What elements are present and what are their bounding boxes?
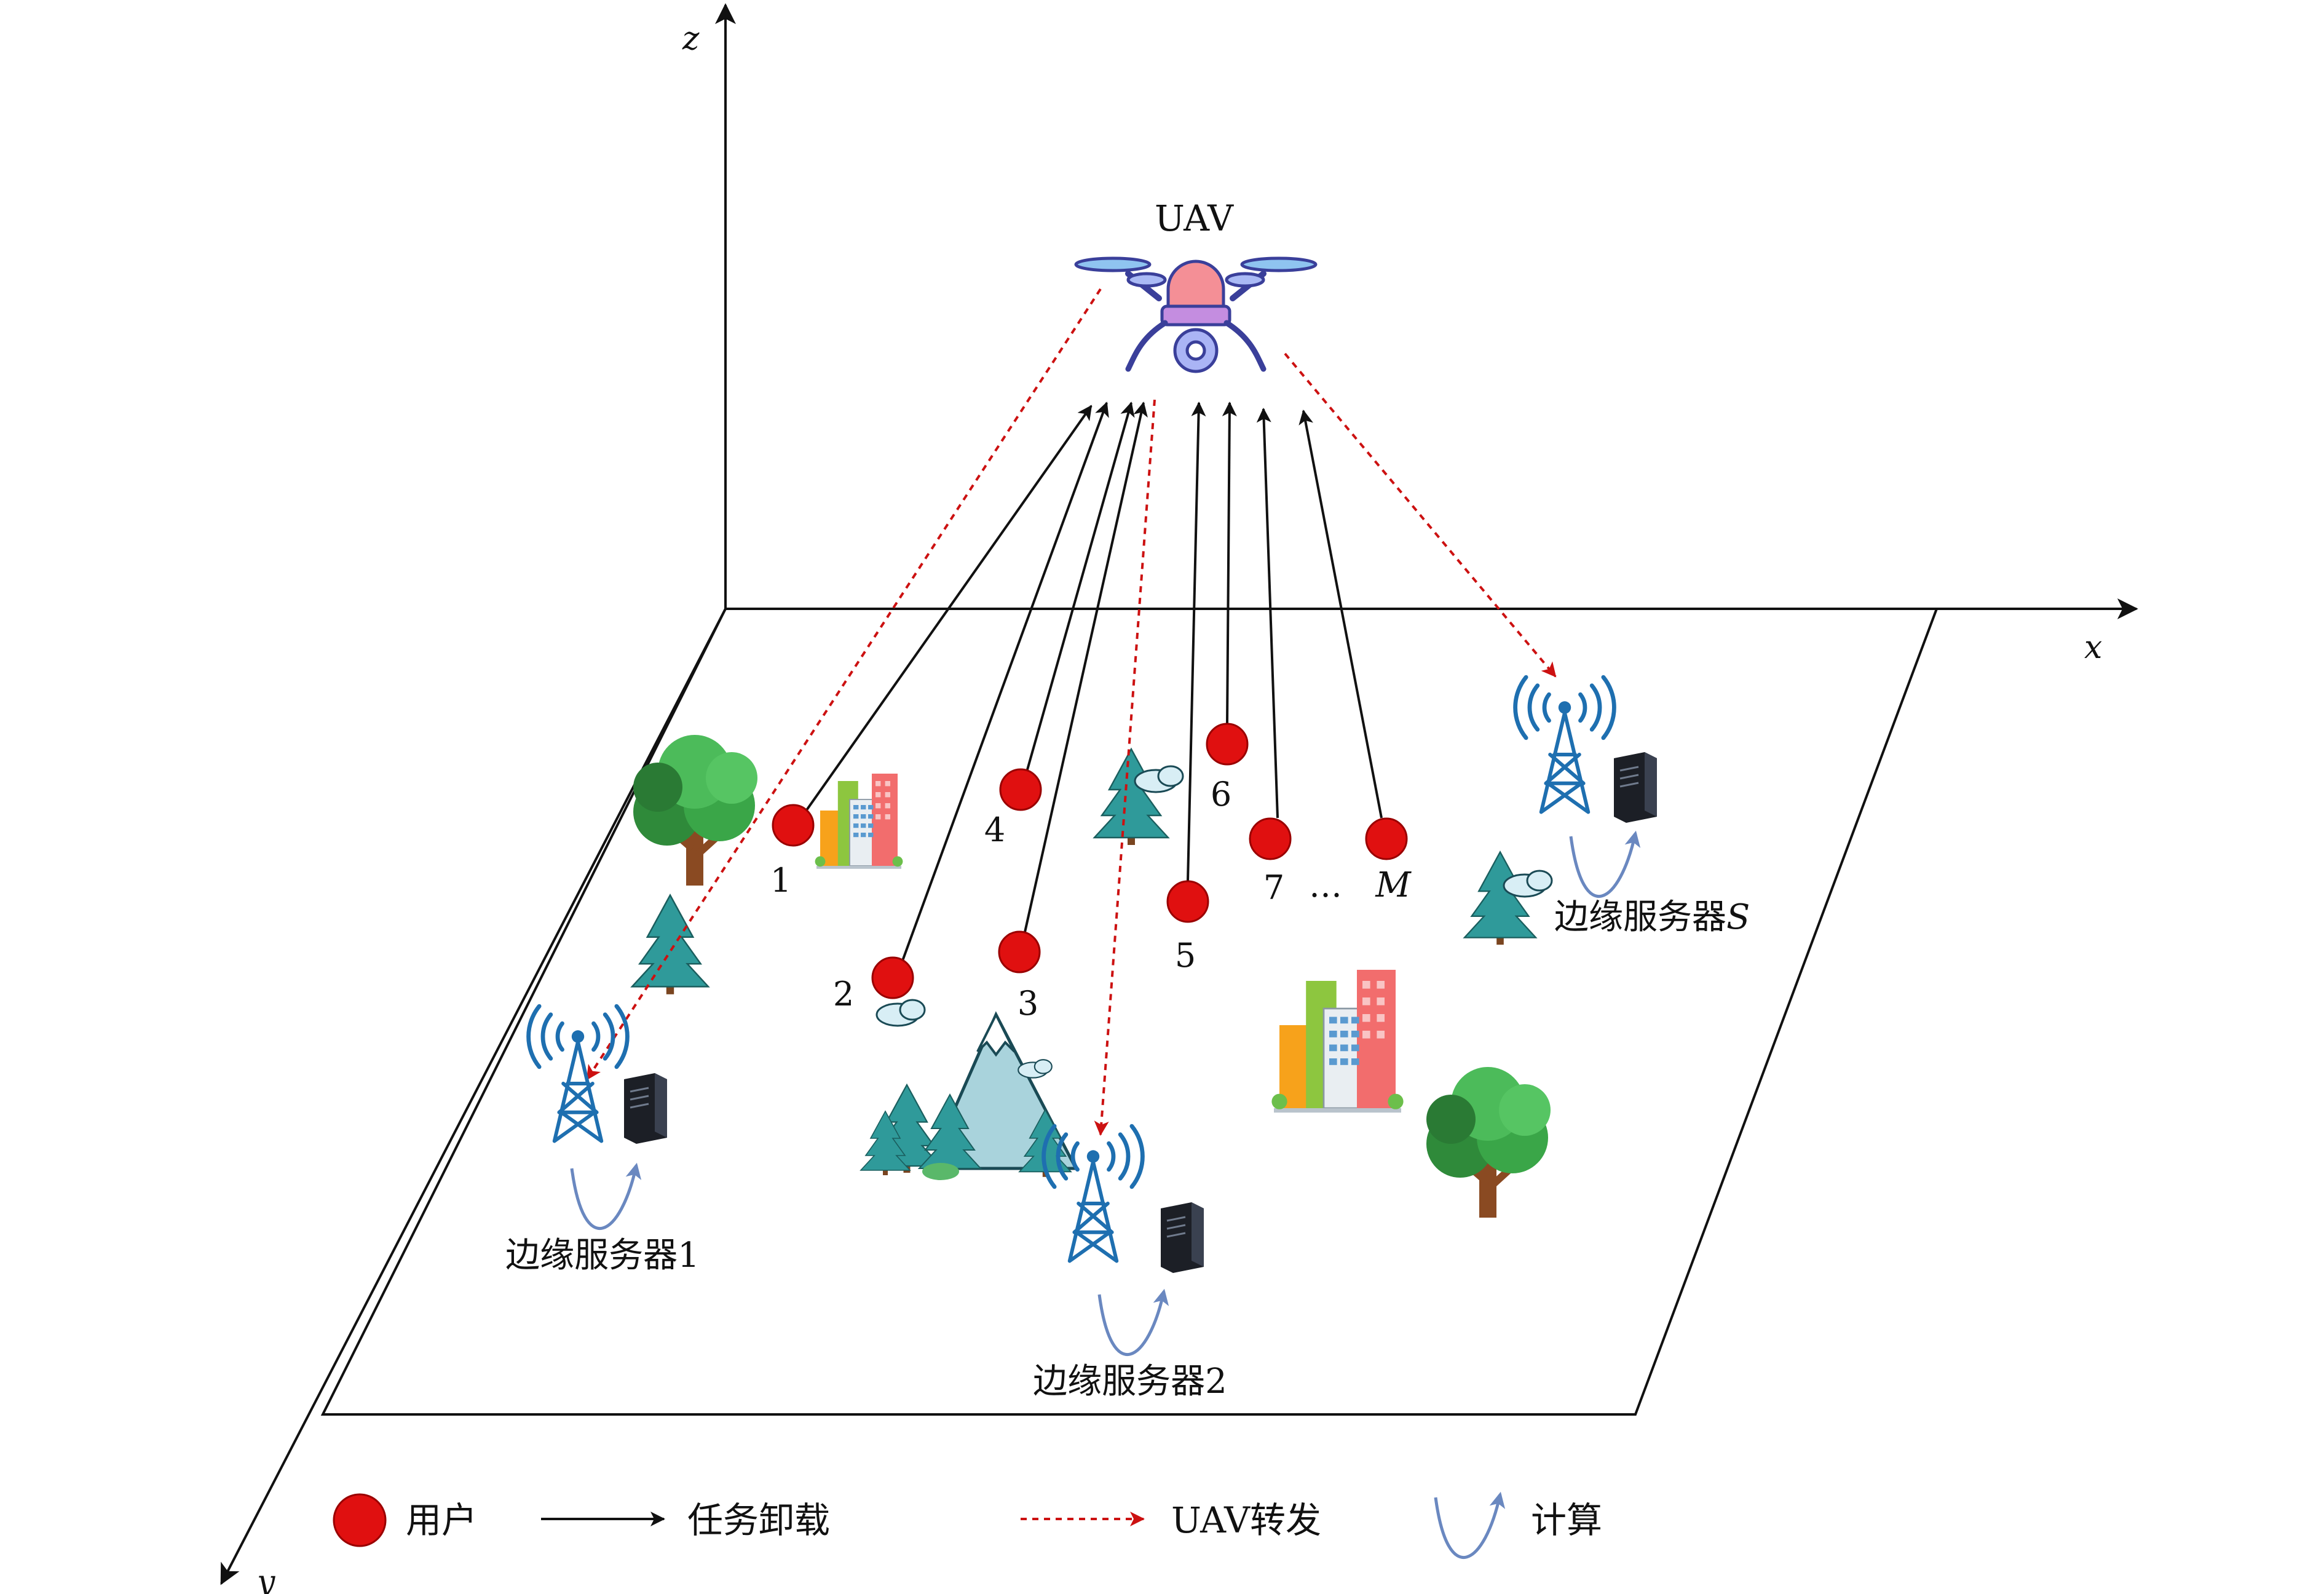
- user-5-label: 5: [1175, 936, 1196, 975]
- offload-arrow-user-7: [1256, 408, 1279, 819]
- offload-arrow-user-m: [1298, 410, 1383, 819]
- user-5: [1166, 880, 1209, 923]
- edge-server-2: 边缘服务器2: [1033, 1126, 1227, 1402]
- user-2: [871, 956, 914, 999]
- edge-server-s-label: 边缘服务器S: [1554, 897, 1750, 937]
- legend-compute-label: 计算: [1531, 1499, 1602, 1541]
- edge-server-s: 边缘服务器S: [1516, 677, 1750, 937]
- axes: z x y: [220, 3, 2138, 1594]
- user-7-label: 7: [1263, 868, 1284, 907]
- user-3: [998, 930, 1041, 973]
- ellipsis-label: …: [1309, 866, 1342, 905]
- user-2-label: 2: [833, 975, 854, 1013]
- compute-arrow-icon: [1099, 1291, 1164, 1355]
- legend: 用户 任务卸载 UAV转发 计算: [333, 1493, 1602, 1558]
- scenery: [632, 735, 1552, 1218]
- cloud-icon: [875, 999, 926, 1027]
- radio-tower-icon: [1044, 1126, 1143, 1261]
- offload-arrow-user-1: [804, 405, 1093, 813]
- server-icon: [623, 1072, 668, 1145]
- edge-server-1: 边缘服务器1: [505, 1006, 700, 1275]
- user-7: [1249, 817, 1292, 860]
- mountain-forest-icon: [860, 1011, 1079, 1180]
- edge-server-s-label-text: 边缘服务器: [1554, 897, 1726, 937]
- city-buildings-icon: [814, 773, 904, 870]
- compute-arrow-icon: [572, 1165, 636, 1229]
- server-icon: [1613, 751, 1658, 824]
- edge-server-1-label: 边缘服务器1: [505, 1235, 700, 1275]
- radio-tower-icon: [529, 1006, 628, 1141]
- user-6: [1206, 723, 1249, 766]
- relay-arrow-server-s: [1284, 352, 1557, 678]
- offload-arrow-user-2: [901, 402, 1109, 961]
- uav-label: UAV: [1155, 197, 1234, 239]
- user-1-label: 1: [770, 861, 791, 900]
- tree-icon: [1426, 1067, 1551, 1218]
- radio-tower-icon: [1516, 677, 1615, 812]
- offload-arrow-user-5: [1187, 402, 1206, 881]
- legend-relay-label: UAV转发: [1171, 1499, 1321, 1541]
- user-1: [772, 804, 815, 847]
- user-4: [999, 768, 1042, 811]
- user-m-label: M: [1375, 865, 1412, 905]
- user-6-label: 6: [1211, 775, 1231, 814]
- relay-arrow-server-1: [586, 288, 1102, 1081]
- city-buildings-icon: [1271, 969, 1404, 1114]
- ground-plane: [320, 608, 1939, 1416]
- user-4-label: 4: [984, 811, 1005, 849]
- users: 1 2 3 4 5 6 7 … M: [770, 723, 1412, 1023]
- legend-offload-label: 任务卸载: [687, 1499, 830, 1541]
- x-axis-label: x: [2084, 629, 2102, 666]
- relay-arrow-server-2: [1094, 399, 1156, 1136]
- legend-user-label: 用户: [406, 1499, 477, 1541]
- edge-server-s-label-suffix: S: [1726, 897, 1750, 937]
- z-axis-label: z: [682, 20, 700, 57]
- user-3-label: 3: [1018, 984, 1038, 1023]
- user-m: [1365, 817, 1408, 860]
- offload-arrows: [804, 402, 1383, 961]
- offload-arrow-user-4: [1026, 402, 1135, 772]
- y-axis-label: y: [256, 1564, 275, 1594]
- legend-compute-icon: [1436, 1494, 1500, 1558]
- pine-tree-icon: [1093, 748, 1169, 846]
- pine-tree-icon: [1463, 851, 1537, 946]
- legend-user-marker: [333, 1493, 387, 1547]
- drone-icon: [1074, 256, 1318, 373]
- offload-arrow-user-3: [1023, 402, 1148, 935]
- offload-arrow-user-6: [1222, 402, 1237, 724]
- relay-arrows: [586, 288, 1557, 1136]
- edge-server-2-label: 边缘服务器2: [1033, 1362, 1227, 1402]
- server-icon: [1160, 1201, 1205, 1274]
- compute-arrow-icon: [1571, 833, 1635, 897]
- uav: UAV: [1074, 197, 1318, 373]
